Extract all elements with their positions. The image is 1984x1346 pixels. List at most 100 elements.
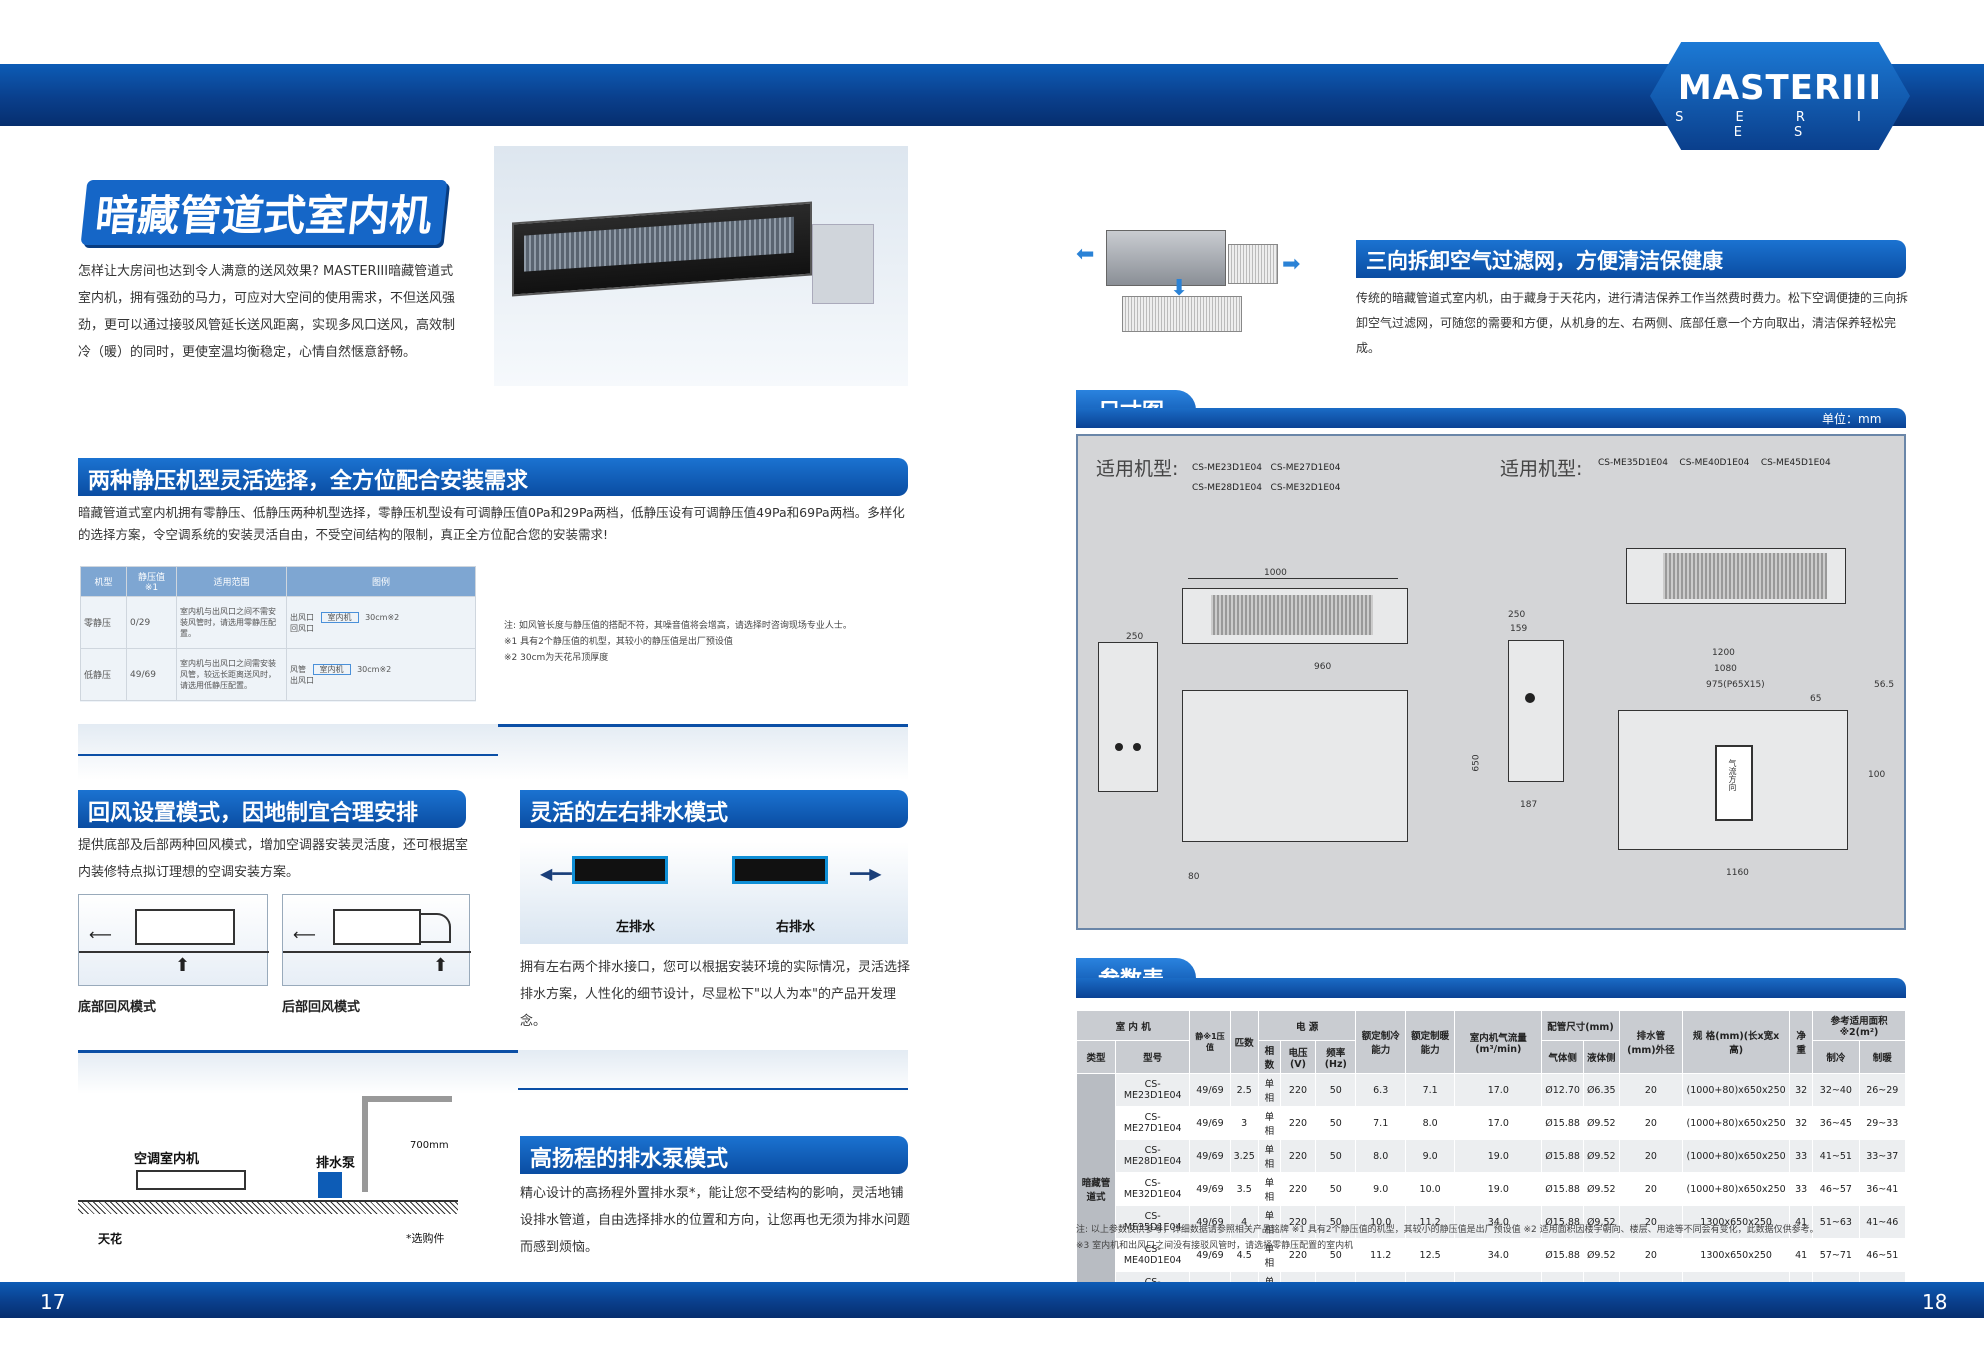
drain-pump-diagram: 空调室内机 排水泵 700mm 天花 *选购件: [78, 1096, 478, 1256]
footer-band: [0, 1282, 1984, 1318]
drain-port: [1525, 693, 1535, 703]
table-cell: 50: [1315, 1106, 1357, 1140]
unit-outline: [135, 909, 235, 945]
table-cell: 3.25: [1229, 1139, 1259, 1173]
table-cell: 20: [1618, 1106, 1684, 1140]
logo-sub-text: S E R I E S: [1675, 110, 1885, 140]
spec-table: 室 内 机 静※1压值 匹数 电 源 额定制冷能力 额定制暖能力 室内机气流量(…: [1075, 1010, 1907, 1305]
diagram-label: 风管: [290, 664, 306, 674]
page-title: 暗藏管道式室内机: [80, 180, 448, 245]
optional-label: *选购件: [406, 1232, 445, 1245]
cfg-row-range: 室内机与出风口之间需安装风管，较远长距离送风时，请选用低静压配置。: [176, 648, 287, 701]
dim-label: 250: [1126, 632, 1144, 642]
rear-return-diagram: ⟵ ⬆: [282, 894, 471, 986]
config-note: ※2 30cm为天花吊顶厚度: [504, 653, 609, 663]
cfg-header-pa: 静压值 ※1: [126, 566, 177, 597]
filter-photo: ⬅ ➡ ⬇: [1076, 228, 1312, 338]
table-cell: 4.5: [1229, 1238, 1259, 1272]
drawing-plan-view: [1182, 690, 1408, 842]
cfg-row-type: 低静压: [80, 648, 127, 701]
table-cell: 50: [1315, 1139, 1357, 1173]
product-photo: [494, 146, 908, 386]
th-model: 型号: [1115, 1040, 1191, 1074]
cfg-header-range: 适用范围: [176, 566, 287, 597]
config-note: 注: 如风管长度与静压值的搭配不符，其噪音值将会增高，请选择时咨询现场专业人士。: [504, 621, 852, 631]
section-pump-title: 高扬程的排水泵模式: [520, 1136, 908, 1174]
table-cell: CS-ME28D1E04: [1115, 1139, 1191, 1173]
filter-text: 传统的暗藏管道式室内机，由于藏身于天花内，进行清洁保养工作当然费时费力。松下空调…: [1356, 291, 1909, 355]
table-cell: 19.0: [1454, 1172, 1543, 1206]
table-cell: 41: [1789, 1238, 1814, 1272]
table-cell: 8.0: [1404, 1106, 1456, 1140]
table-cell: 6.3: [1355, 1073, 1406, 1107]
th-static: 静※1压值: [1189, 1010, 1231, 1074]
dim-label: 1160: [1726, 868, 1749, 878]
table-cell: 220: [1279, 1139, 1317, 1173]
drawing-grille: [1663, 553, 1827, 599]
cfg-header-diagram: 图例: [286, 566, 476, 597]
ceiling-line: [79, 951, 269, 953]
th-phase: 相数: [1257, 1040, 1281, 1074]
models-list-a: CS-ME23D1E04 CS-ME27D1E04 CS-ME28D1E04 C…: [1192, 458, 1382, 498]
table-cell: Ø9.52: [1582, 1139, 1620, 1173]
divider-line: [78, 754, 498, 756]
drain-port: [1115, 743, 1123, 751]
model-name: CS-ME28D1E04: [1192, 483, 1262, 493]
indoor-unit-image: [512, 201, 812, 297]
dim-label: 100: [1868, 770, 1886, 780]
page-number-right: 18: [1922, 1290, 1948, 1314]
page-number-left: 17: [40, 1290, 66, 1314]
dim-label: 975(P65X15): [1706, 680, 1765, 690]
drawing-b-plan-view: 气流方向: [1618, 710, 1848, 850]
table-cell: CS-ME32D1E04: [1115, 1172, 1191, 1206]
model-name: CS-ME32D1E04: [1270, 483, 1341, 493]
th-area: 参考适用面积※2(m²): [1812, 1010, 1906, 1041]
table-cell: (1000+80)x650x250: [1682, 1073, 1791, 1107]
table-cell: 32: [1789, 1073, 1814, 1107]
unit-label: 单位：mm: [1822, 412, 1882, 426]
table-cell: 单相: [1257, 1172, 1281, 1206]
duct-outline: [421, 913, 451, 943]
unit-image: [1106, 230, 1226, 286]
th-hp: 匹数: [1229, 1010, 1259, 1074]
models-list-b: CS-ME35D1E04 CS-ME40D1E04 CS-ME45D1E04: [1598, 458, 1831, 468]
divider-band: [78, 1050, 908, 1094]
dim-label: 80: [1188, 872, 1200, 882]
table-cell: 220: [1279, 1073, 1317, 1107]
table-cell: 33: [1789, 1139, 1814, 1173]
table-cell: 49/69: [1189, 1139, 1231, 1173]
drawing-side-view: [1098, 642, 1158, 792]
dim-label: 1200: [1712, 648, 1735, 658]
models-label-a: 适用机型:: [1096, 458, 1179, 480]
arrow-down-icon: ⬇: [1170, 276, 1189, 301]
table-note: ※3 室内机和出风口之间没有接驳风管时，请选择零静压配置的室内机: [1076, 1241, 1354, 1251]
table-cell: 220: [1279, 1205, 1317, 1239]
diagram-unit-label: 室内机: [320, 611, 359, 623]
table-cell: 50: [1315, 1073, 1357, 1107]
table-cell: 2.5: [1229, 1073, 1259, 1107]
table-cell: Ø12.70: [1541, 1073, 1584, 1107]
cfg-row-type: 零静压: [80, 596, 127, 649]
dim-label: 187: [1520, 800, 1538, 810]
divider-line: [498, 724, 908, 727]
cfg-row-pa: 0/29: [126, 596, 177, 649]
unit-side-panel: [812, 224, 874, 304]
bottom-return-diagram: ⟵ ⬆: [78, 894, 269, 986]
table-cell: Ø9.52: [1582, 1205, 1620, 1239]
drain-right-label: 右排水: [776, 919, 816, 934]
unit-grille: [524, 216, 794, 272]
arrow-up-icon: ⬆: [433, 955, 449, 976]
airflow-arrow-icon: [1715, 745, 1753, 821]
table-cell: 57~71: [1812, 1238, 1860, 1272]
table-cell: (1000+80)x650x250: [1682, 1172, 1791, 1206]
model-name: CS-ME23D1E04: [1192, 463, 1262, 473]
pump-label: 排水泵: [316, 1155, 356, 1170]
table-cell: 34.0: [1454, 1205, 1543, 1239]
diagram-unit-label: 室内机: [312, 663, 351, 675]
table-cell: 32~40: [1812, 1073, 1860, 1107]
table-cell: 12.5: [1404, 1238, 1456, 1272]
model-name: CS-ME45D1E04: [1760, 458, 1831, 468]
